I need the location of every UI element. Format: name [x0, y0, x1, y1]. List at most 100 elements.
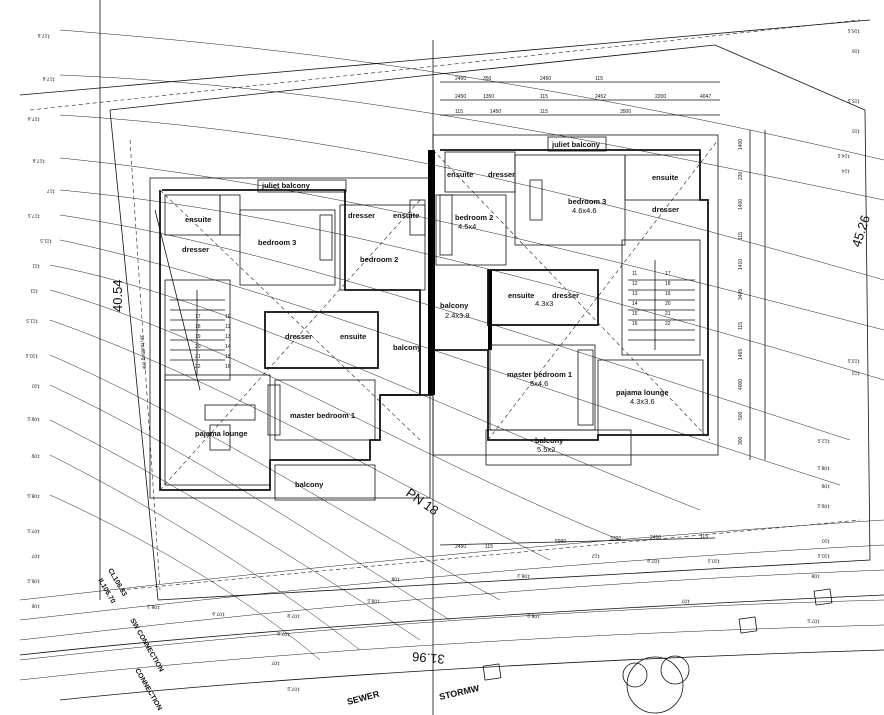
dimension-label: 1350 — [483, 94, 494, 100]
stair-step-number: 19 — [665, 291, 671, 297]
contour-label: 109 — [31, 452, 40, 459]
room-label: ensuite — [652, 173, 678, 182]
room-label: dresser — [652, 205, 679, 214]
stair-step-number: 14 — [225, 344, 231, 350]
contour-label: 117.6 — [37, 32, 50, 39]
stair-step-number: 18 — [665, 281, 671, 287]
room-label: dresser — [285, 332, 312, 341]
building-line-label: 3m building line — [138, 335, 147, 370]
house-a-labels: juliet balcony ensuite dresser bedroom 3… — [182, 181, 422, 489]
dimension-label: 4047 — [700, 94, 711, 100]
room-label: ensuite — [185, 215, 211, 224]
frontage-label: 31.96 — [412, 649, 446, 667]
dimension-label: 2200 — [655, 94, 666, 100]
dimension-lines — [439, 81, 766, 546]
stair-step-number: 15 — [632, 311, 638, 317]
contour-label: 108 — [391, 575, 400, 582]
contour-label: 106 — [31, 602, 40, 609]
contour-label: 113 — [851, 369, 860, 376]
dimension-label: 115 — [485, 544, 493, 550]
contour-label: 110 — [31, 382, 40, 389]
contour-label: 117.6 — [42, 75, 55, 82]
stair-step-number: 18 — [195, 324, 201, 330]
dimension-label: 1400 — [738, 139, 744, 150]
contour-label: 109 — [821, 482, 830, 489]
room-label: dresser — [552, 291, 579, 300]
contour-label: 114 — [841, 167, 850, 174]
room-label: dresser — [182, 245, 209, 254]
contour-label: 109.5 — [27, 415, 40, 422]
contour-label: 111.5 — [26, 317, 38, 324]
contour-label: 116 — [851, 47, 860, 54]
room-label: pajama lounge — [616, 388, 669, 397]
contour-label: 110 — [821, 537, 830, 544]
room-label: balcony — [295, 480, 324, 489]
dimension-label: 500 — [738, 411, 744, 420]
contour-label: 107.5 — [807, 617, 820, 624]
dimension-label: 350 — [483, 76, 492, 82]
dimension-label: 3405 — [738, 289, 744, 300]
dimension-label: 3700 — [610, 536, 621, 542]
contour-label: 116.5 — [847, 27, 860, 34]
contour-label: 107 — [681, 597, 690, 604]
dimension-label: 115 — [700, 534, 708, 540]
stair-step-number: 13 — [632, 291, 638, 297]
stair-step-number: 17 — [665, 271, 671, 277]
room-label: balcony — [535, 436, 564, 445]
room-size: 2.4x3.9 — [445, 311, 470, 320]
dimension-label: 4000 — [738, 379, 744, 390]
dimension-label: 300 — [738, 436, 744, 445]
dimension-label: 115 — [595, 76, 603, 82]
contour-label: 108.5 — [817, 464, 830, 471]
contour-label: 110.5 — [25, 352, 38, 359]
room-label: ensuite — [508, 291, 534, 300]
room-label: bedroom 3 — [568, 197, 606, 206]
contour-label: 107.8 — [287, 612, 300, 619]
room-size: 4.3x3 — [535, 299, 553, 308]
stair-step-number: 20 — [195, 344, 201, 350]
room-label: master bedroom 1 — [507, 370, 572, 379]
dimension-label: 3500 — [620, 109, 631, 115]
contour-label: 107.9 — [647, 557, 660, 564]
contour-label: 117.5 — [27, 212, 40, 219]
house-a-master-ensuite-block — [264, 311, 379, 369]
contour-label: 108.3 — [147, 603, 160, 610]
contour-label: 111 — [32, 262, 40, 269]
dimension-label: 115 — [540, 109, 548, 115]
dimension-label: 230 — [738, 171, 744, 180]
stair-step-number: 21 — [195, 354, 201, 360]
room-label: pajama lounge — [195, 429, 248, 438]
house-b-stair — [621, 239, 701, 356]
contour-label: 106.5 — [27, 577, 40, 584]
dimension-label: 2450 — [540, 76, 551, 82]
room-label: dresser — [348, 211, 375, 220]
room-label: juliet balcony — [261, 181, 311, 190]
contour-label: 111.5 — [40, 237, 52, 244]
stair-step-number: 17 — [195, 314, 201, 320]
contour-label: 115 — [851, 127, 860, 134]
contour-label: 111 — [30, 287, 38, 294]
site-depth-label: 40.54 — [110, 279, 125, 312]
dimension-label: 2452 — [595, 94, 606, 100]
tree-symbol — [626, 656, 684, 714]
contour-label: 107.9 — [277, 630, 290, 637]
stair-step-number: 16 — [225, 364, 231, 370]
contour-label: 108.5 — [367, 597, 380, 604]
contour-label: 107.5 — [287, 685, 300, 692]
stair-step-number: 13 — [225, 334, 231, 340]
contour-label: 108.3 — [517, 572, 530, 579]
dimension-label: 115 — [738, 322, 744, 330]
stair-step-number: 14 — [632, 301, 638, 307]
contour-label: 108.5 — [27, 492, 40, 499]
dimension-label: 115 — [455, 109, 463, 115]
room-size: 5x4.6 — [530, 379, 548, 388]
contour-label: 117 — [46, 187, 55, 194]
stair-step-number: 21 — [665, 311, 671, 317]
contour-labels: 117.6117.6117.6117.6117117.5111.51111111… — [25, 27, 860, 692]
dimension-label: 2450 — [455, 544, 466, 550]
room-label: bedroom 2 — [360, 255, 398, 264]
room-label: bedroom 2 — [455, 213, 493, 222]
stair-step-number: 11 — [225, 314, 230, 320]
